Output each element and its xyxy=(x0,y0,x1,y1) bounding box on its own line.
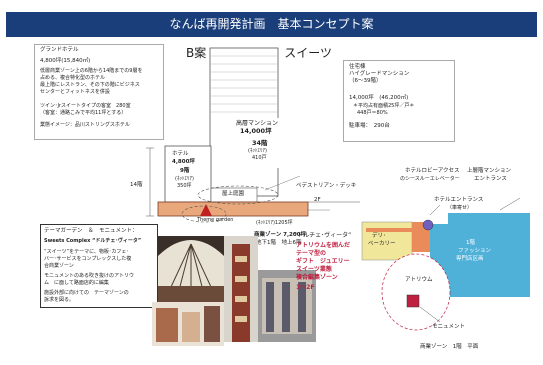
grand-hotel-title: グランドホテル xyxy=(40,47,79,53)
deck-label: ペデストリアン・デッキ xyxy=(296,183,357,189)
tower-floors: 34階 xyxy=(252,139,268,147)
theme-ellipse xyxy=(181,205,227,223)
height-label: 14階 xyxy=(130,182,143,188)
dolce-line-3: ギフト ジュエリー xyxy=(296,258,350,265)
theme-garden-mark xyxy=(200,204,212,216)
plan-hotel-entrance-label: ホテルエントランス xyxy=(434,197,484,203)
roof-ellipse xyxy=(197,185,279,205)
hotel-rooms: 350坪 xyxy=(177,183,192,189)
photo-red-tower xyxy=(224,236,258,342)
plan-atrium-ellipse xyxy=(381,253,451,331)
plan-orange-strip xyxy=(366,228,414,232)
grand-hotel-box xyxy=(34,44,164,140)
roof-garden-label: 屋上庭園 xyxy=(222,191,245,197)
theme-garden-label: Theme garden xyxy=(197,217,234,223)
plan-caption: 商業ゾーン 1階 平面 xyxy=(420,344,479,350)
residential-parking: 駐車場： 290台 xyxy=(349,123,390,129)
grand-hotel-line-2: 占める、複合特化型のホテル xyxy=(40,75,106,81)
plan-monument-label: モニュメント xyxy=(432,324,466,330)
dolce-line-6: 1～2F xyxy=(296,284,315,291)
theme-line-7: 訴求を図る。 xyxy=(44,297,75,303)
residential-subtitle: ハイグレードマンション xyxy=(349,71,410,77)
dolce-line-1: アトリウムを囲んだ xyxy=(296,242,351,249)
theme-title: テーマガーデン ＆ モニュメント： xyxy=(44,228,138,234)
hotel-net: (ﾈｯﾄｴﾘｱ) xyxy=(175,176,194,182)
title-bar xyxy=(6,12,537,37)
plan-mansion-entrance-label: 上層階マンション xyxy=(467,168,512,174)
theme-line-2: バー･サービスをコンプレックスした複 xyxy=(44,256,132,262)
hotel-area: 4,800坪 xyxy=(172,159,195,165)
residential-title: 住宅棟 xyxy=(349,64,366,70)
tower-area: 14,000坪 xyxy=(240,127,272,135)
hotel-block xyxy=(164,145,212,203)
tower-label-bg xyxy=(234,118,284,168)
hotel-floors: 9階 xyxy=(180,168,190,174)
photo-arched-atrium xyxy=(158,236,224,302)
plan-hotel-entrance-label-2: （車寄せ） xyxy=(447,205,473,211)
plan-fashion-label-3: 専門店区画 xyxy=(456,256,484,262)
commercial-area: 商業ゾーン 7,200坪 xyxy=(254,232,307,238)
theme-line-4: モニュメントのある吹き抜けのアトリウ xyxy=(44,273,135,279)
plan-fashion-label: 1階 xyxy=(466,240,475,246)
tower-units: 410戸 xyxy=(252,155,267,161)
plan-fashion-label-2: ファッション xyxy=(458,248,492,254)
plan-lobby-access-label: ホテルロビーアクセス xyxy=(405,168,460,174)
plan-lobby-access-label-2: のシースルーエレベーター xyxy=(400,176,460,182)
grand-hotel-area: 4,800坪(15,840㎡) xyxy=(40,58,91,64)
grand-hotel-line-4: センターとフィットネスを併設 xyxy=(40,89,110,95)
plan-monument xyxy=(406,294,420,308)
plan-mansion-entrance-label-2: エントランス xyxy=(474,176,507,182)
page-title: なんば再開発計画 基本コンセプト案 xyxy=(169,17,374,31)
residential-note-2: 448戸＝80% xyxy=(357,110,388,116)
commercial-floors: 地下1階 地上6階 xyxy=(256,240,302,246)
residential-note-1: ＊平均占有面積25坪／戸＊ xyxy=(353,103,415,109)
residential-area: 14,000坪 (46,200㎡) xyxy=(349,95,409,101)
theme-line-3: 合商業ゾーン xyxy=(44,263,74,269)
hotel-label: ホテル xyxy=(172,151,189,157)
tower-net: (ﾈｯﾄｴﾘｱ) xyxy=(248,148,267,154)
floor-2f-label: 2F xyxy=(314,197,321,203)
plan-deli-label: デリ･ xyxy=(372,233,386,239)
grand-hotel-line-3: 最上階にレストラン、その下の階にビジネス xyxy=(40,82,140,88)
grand-hotel-image: 業態イメージ：品川ストリングスホテル xyxy=(40,122,130,128)
tower-label: 高層マンション xyxy=(236,120,279,127)
grand-hotel-rooms-2: （客室：通路こみで平均11坪とする） xyxy=(40,110,127,116)
plan-deli-label-2: ベーカリー xyxy=(368,241,396,247)
plan-atrium-label: アトリウム xyxy=(405,277,433,283)
plan-elevator xyxy=(422,219,434,231)
commercial-block xyxy=(157,201,309,217)
photo-shops xyxy=(152,302,224,346)
theme-line-5: ム に面して路面店的に編集 xyxy=(44,280,109,286)
dolce-line-4: スイーツ業態 xyxy=(296,266,332,273)
commercial-net: (ﾈｯﾄｴﾘｱ)1205坪 xyxy=(256,220,293,226)
photo-mall-interior xyxy=(258,270,316,342)
residential-floors: （6～39階） xyxy=(349,78,382,84)
theme-box xyxy=(40,224,158,308)
theme-line-6: 施設外部に向けての テーマゾーンの xyxy=(44,290,129,296)
grand-hotel-line-1: 低層商業ゾーン上の6階から14階までの9層を xyxy=(40,68,143,74)
dolce-line-2: テーマ型の xyxy=(296,250,327,257)
grand-hotel-rooms-1: ツイン･Jrスイートタイプの客室 280室 xyxy=(40,103,131,109)
residential-box xyxy=(343,60,455,142)
theme-subtitle: Sweets Complex “ドルチェ･ヴィータ” xyxy=(44,238,142,244)
theme-line-1: “スイーツ”をテーマに、物販･カフェ･ xyxy=(44,249,129,255)
dolce-title: “ドルチェ･ヴィータ” xyxy=(294,232,352,239)
dolce-line-5: 複合編集ゾーン xyxy=(296,274,338,281)
